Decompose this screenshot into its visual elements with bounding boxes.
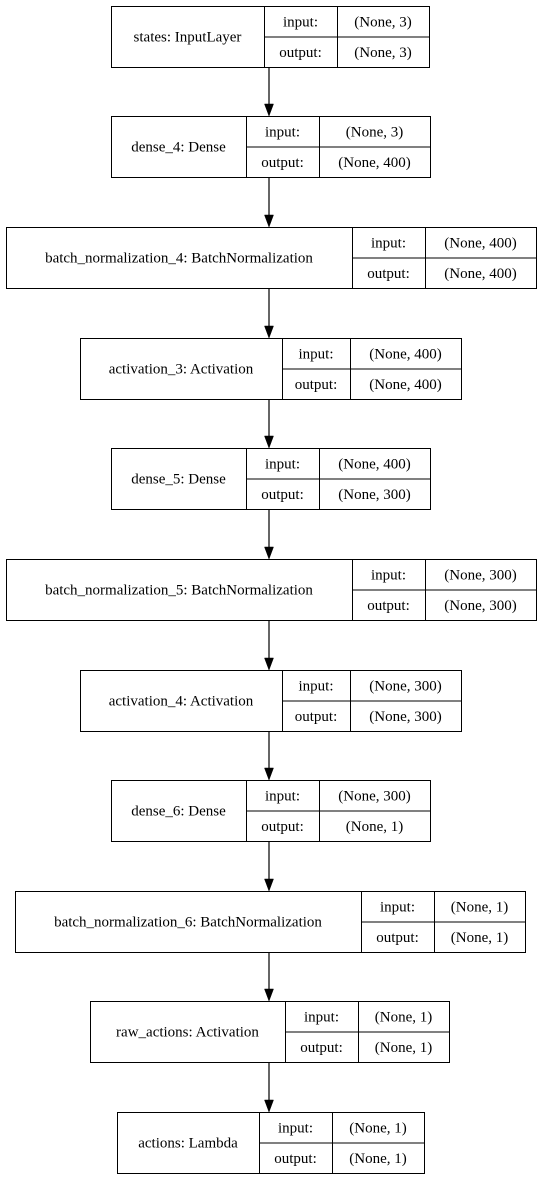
layer-node: raw_actions: Activation input: output: (Non… [90, 1001, 450, 1063]
output-shape: (None, 1) [346, 819, 403, 835]
output-shape: (None, 300) [369, 709, 441, 725]
layer-node: dense_6: Dense input: output: (None, 300) (N… [111, 780, 431, 842]
output-label: output: [300, 1040, 343, 1056]
input-shape: (None, 1) [451, 899, 508, 915]
input-shape: (None, 400) [369, 346, 441, 362]
output-label: output: [261, 487, 304, 503]
arrowhead-icon [264, 435, 274, 449]
input-shape: (None, 3) [346, 124, 403, 140]
edge-arrow [264, 509, 274, 560]
edge-arrow [264, 67, 274, 117]
input-shape: (None, 300) [444, 567, 516, 583]
output-shape: (None, 400) [338, 155, 410, 171]
input-shape: (None, 300) [338, 788, 410, 804]
output-label: output: [376, 930, 419, 946]
layer-name: dense_6: Dense [131, 804, 226, 820]
output-label: output: [261, 819, 304, 835]
layer-name: states: InputLayer [134, 30, 242, 46]
input-shape: (None, 300) [369, 678, 441, 694]
layer-node: activation_3: Activation input: output: (No… [80, 338, 462, 400]
output-shape: (None, 1) [451, 930, 508, 946]
layer-name: dense_4: Dense [131, 140, 226, 156]
arrowhead-icon [264, 214, 274, 228]
input-label: input: [298, 678, 333, 694]
output-label: output: [274, 1151, 317, 1167]
arrowhead-icon [264, 878, 274, 892]
output-shape: (None, 1) [349, 1151, 406, 1167]
edge-arrow [264, 288, 274, 339]
layer-node: actions: Lambda input: output: (None, 1) (No… [117, 1112, 425, 1174]
arrowhead-icon [264, 103, 274, 117]
output-label: output: [295, 377, 338, 393]
output-shape: (None, 300) [338, 487, 410, 503]
layer-name: raw_actions: Activation [116, 1025, 259, 1041]
output-label: output: [295, 709, 338, 725]
edge-arrow [264, 177, 274, 228]
input-label: input: [371, 567, 406, 583]
layer-node: states: InputLayer input: output: (None, 3)… [111, 6, 430, 68]
layer-name: batch_normalization_6: BatchNormalizatio… [54, 915, 322, 931]
input-shape: (None, 400) [338, 456, 410, 472]
edge-arrow [264, 620, 274, 671]
layer-node: activation_4: Activation input: output: (No… [80, 670, 462, 732]
input-shape: (None, 400) [444, 235, 516, 251]
arrowhead-icon [264, 325, 274, 339]
edge-arrow [264, 1062, 274, 1113]
layer-node: batch_normalization_6: BatchNormalizatio… [15, 891, 526, 953]
input-shape: (None, 3) [354, 14, 411, 30]
layer-name: dense_5: Dense [131, 472, 226, 488]
input-label: input: [298, 346, 333, 362]
input-label: input: [265, 456, 300, 472]
input-shape: (None, 1) [375, 1009, 432, 1025]
arrowhead-icon [264, 767, 274, 781]
layer-name: activation_4: Activation [109, 694, 254, 710]
layer-name: batch_normalization_4: BatchNormalizatio… [45, 251, 313, 267]
output-label: output: [367, 598, 410, 614]
layer-node: dense_5: Dense input: output: (None, 400) (N… [111, 448, 431, 510]
output-shape: (None, 400) [369, 377, 441, 393]
output-shape: (None, 1) [375, 1040, 432, 1056]
input-label: input: [380, 899, 415, 915]
output-shape: (None, 3) [354, 45, 411, 61]
input-label: input: [265, 788, 300, 804]
output-shape: (None, 300) [444, 598, 516, 614]
arrowhead-icon [264, 988, 274, 1002]
layer-name: batch_normalization_5: BatchNormalizatio… [45, 583, 313, 599]
layer-node: batch_normalization_4: BatchNormalizatio… [6, 227, 537, 289]
input-label: input: [283, 14, 318, 30]
edge-arrow [264, 731, 274, 781]
input-label: input: [265, 124, 300, 140]
arrowhead-icon [264, 657, 274, 671]
output-label: output: [279, 45, 322, 61]
input-label: input: [371, 235, 406, 251]
output-label: output: [367, 266, 410, 282]
input-shape: (None, 1) [349, 1120, 406, 1136]
edge-arrow [264, 399, 274, 449]
layer-node: batch_normalization_5: BatchNormalizatio… [6, 559, 537, 621]
output-shape: (None, 400) [444, 266, 516, 282]
edge-arrow [264, 841, 274, 892]
layer-name: actions: Lambda [138, 1136, 238, 1152]
edge-arrow [264, 952, 274, 1002]
arrowhead-icon [264, 546, 274, 560]
input-label: input: [278, 1120, 313, 1136]
output-label: output: [261, 155, 304, 171]
arrowhead-icon [264, 1099, 274, 1113]
input-label: input: [304, 1009, 339, 1025]
layer-name: activation_3: Activation [109, 362, 254, 378]
layer-node: dense_4: Dense input: output: (None, 3) (Non… [111, 116, 431, 178]
